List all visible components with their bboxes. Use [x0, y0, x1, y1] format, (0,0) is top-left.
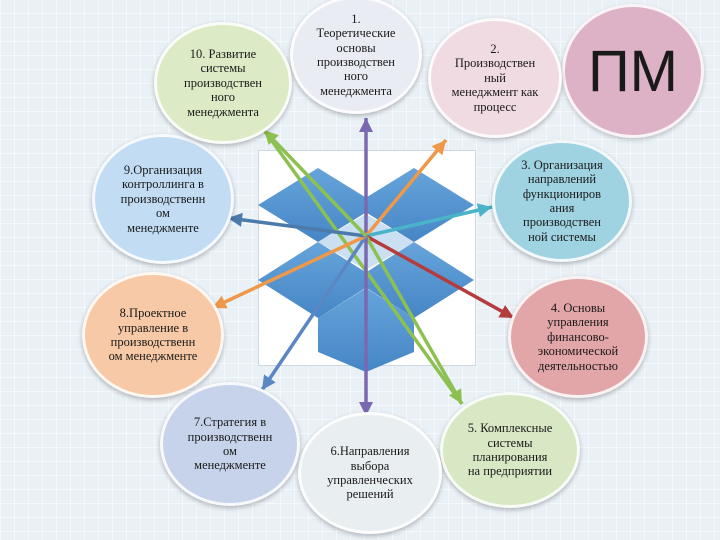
node-7-label: 7.Стратегия в производственн ом менеджме… — [187, 415, 273, 473]
arrow-to-node-6-head — [359, 402, 373, 416]
arrow-to-node-2-head — [431, 140, 446, 156]
arrow-to-node-7 — [260, 235, 368, 391]
pm-label: ПМ — [587, 38, 678, 104]
arrow-to-node-2 — [364, 138, 448, 238]
node-1-theory: 1. Теоретические основы производствен но… — [290, 0, 422, 114]
node-3-label: 3. Организация направлений функциониров … — [521, 157, 603, 244]
pm-circle: ПМ — [562, 4, 704, 138]
green-diagonal-line — [262, 128, 464, 406]
arrow-to-node-10 — [262, 128, 368, 238]
arrow-to-node-9-head — [228, 212, 243, 227]
arrow-to-node-10-head — [264, 130, 279, 145]
node-8-label: 8.Проектное управление в производственн … — [108, 306, 198, 364]
node-6-decisions: 6.Направления выбора управленческих реше… — [298, 412, 442, 534]
arrow-to-node-4-head — [498, 305, 514, 318]
node-9-label: 9.Организация контроллинга в производств… — [120, 163, 206, 235]
node-9-controlling: 9.Организация контроллинга в производств… — [92, 134, 234, 264]
arrow-to-node-3-head — [476, 203, 492, 217]
arrows — [211, 118, 515, 416]
node-10-label: 10. Развитие системы производствен ного … — [184, 47, 262, 119]
arrow-to-node-5 — [364, 235, 464, 405]
node-5-planning: 5. Комплексные системы планирования на п… — [440, 392, 580, 508]
node-4-finance: 4. Основы управления финансово- экономич… — [508, 276, 648, 398]
arrow-to-node-8 — [211, 234, 367, 310]
node-1-label: 1. Теоретические основы производствен но… — [316, 11, 396, 98]
arrow-to-node-9 — [227, 216, 367, 238]
node-7-strategy: 7.Стратегия в производственн ом менеджме… — [160, 382, 300, 506]
node-5-label: 5. Комплексные системы планирования на п… — [467, 421, 553, 479]
node-2-label: 2. Производствен ный менеджмент как проц… — [451, 42, 539, 114]
arrow-to-node-4 — [365, 234, 515, 320]
arrow-to-node-3 — [365, 205, 493, 238]
node-4-label: 4. Основы управления финансово- экономич… — [537, 301, 619, 373]
arrow-to-node-5-head — [448, 388, 462, 404]
node-8-project-management: 8.Проектное управление в производственн … — [82, 272, 224, 398]
dropbox-top-right-diamond — [354, 168, 474, 242]
arrow-to-node-7-head — [262, 374, 276, 390]
node-3-production-system: 3. Организация направлений функциониров … — [492, 140, 632, 262]
node-2-process: 2. Производствен ный менеджмент как проц… — [428, 18, 562, 138]
node-6-label: 6.Направления выбора управленческих реше… — [327, 444, 413, 502]
arrow-to-node-1-head — [359, 118, 373, 132]
node-10-development: 10. Развитие системы производствен ного … — [154, 22, 292, 144]
